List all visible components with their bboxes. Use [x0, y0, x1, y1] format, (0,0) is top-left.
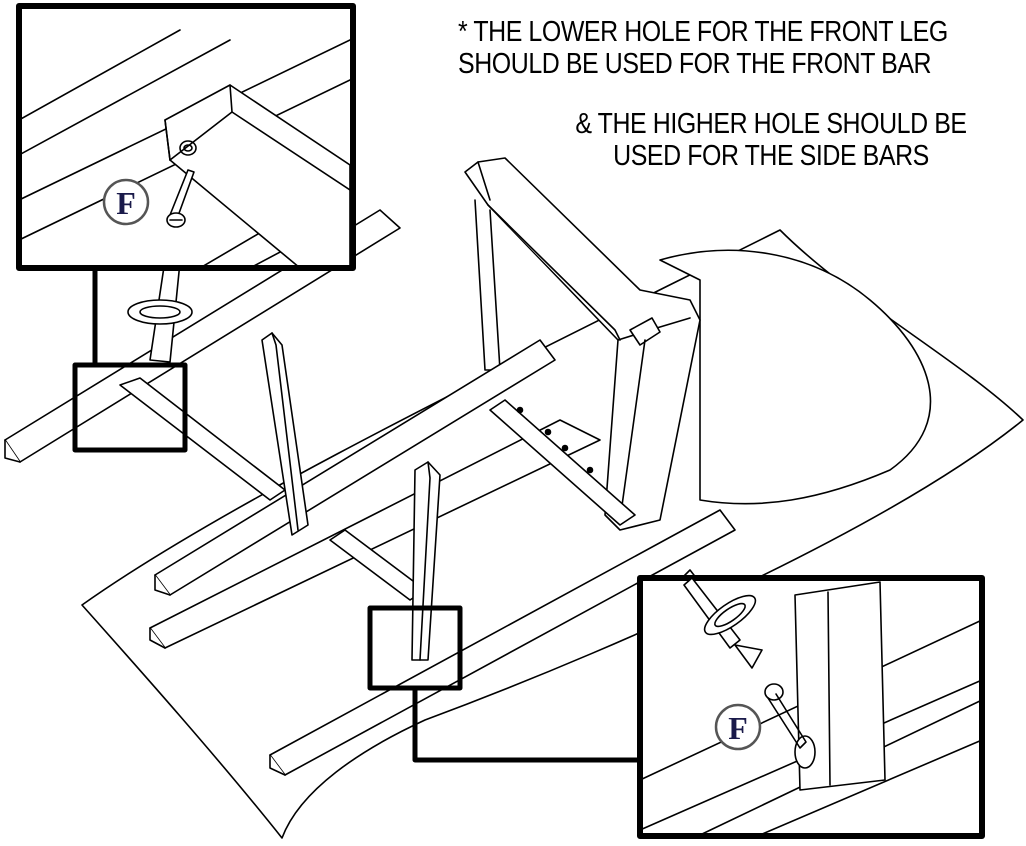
- inset-top-left: F: [16, 3, 356, 271]
- top-washer-screw: [127, 239, 193, 363]
- part-badge-bottom: F: [728, 710, 748, 746]
- side-bars: [119, 377, 636, 601]
- center-crossbar: [154, 339, 556, 596]
- connector-bottom: [412, 685, 643, 763]
- seat-cushion: [659, 249, 932, 505]
- legs: [261, 332, 441, 661]
- part-badge-top: F: [116, 185, 136, 221]
- inset-bottom-right: F: [637, 575, 985, 839]
- left-long-rail: [4, 209, 401, 463]
- chair-back: [464, 157, 701, 531]
- note-front-bar: * THE LOWER HOLE FOR THE FRONT LEG SHOUL…: [458, 16, 948, 80]
- bottom-rail: [269, 509, 736, 776]
- detail-marker-top: [72, 362, 188, 453]
- note-side-bars: & THE HIGHER HOLE SHOULD BE USED FOR THE…: [575, 108, 967, 172]
